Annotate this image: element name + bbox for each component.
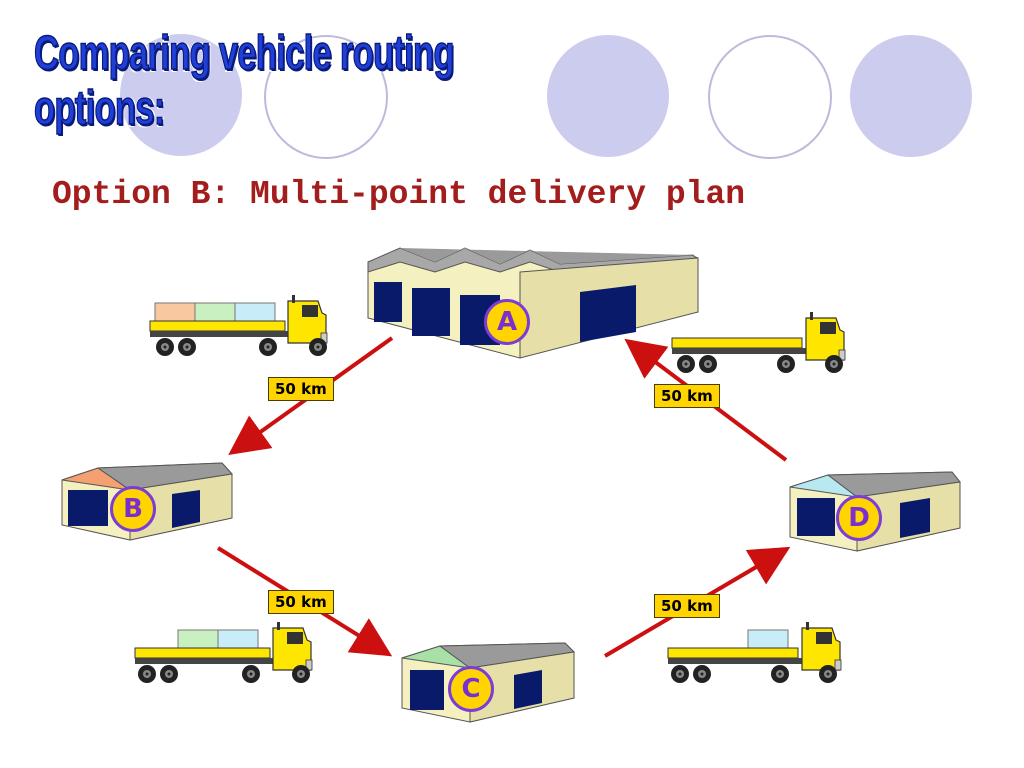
decor-circle [264,35,388,159]
slide-subtitle: Option B: Multi-point delivery plan [52,176,746,213]
distance-label-c-to-d: 50 km [654,594,720,618]
decor-circle [708,35,832,159]
truck-empty [671,311,846,373]
truck-one-load [667,621,842,683]
truck-two-loads [134,621,313,683]
distance-label-d-to-a: 50 km [654,384,720,408]
distance-label-a-to-b: 50 km [268,377,334,401]
decorative-circles [120,34,972,159]
truck-full-load [149,294,328,356]
decor-circle [547,35,669,157]
slide-title: Comparing vehicle routing options: [33,26,455,136]
depot-label-b: B [110,486,156,532]
depot-label-a: A [484,299,530,345]
depot-label-d: D [836,495,882,541]
decor-circle [850,35,972,157]
distance-label-b-to-c: 50 km [268,590,334,614]
decor-circle [120,34,242,156]
warehouse-a [367,247,700,359]
depot-label-c: C [448,666,494,712]
